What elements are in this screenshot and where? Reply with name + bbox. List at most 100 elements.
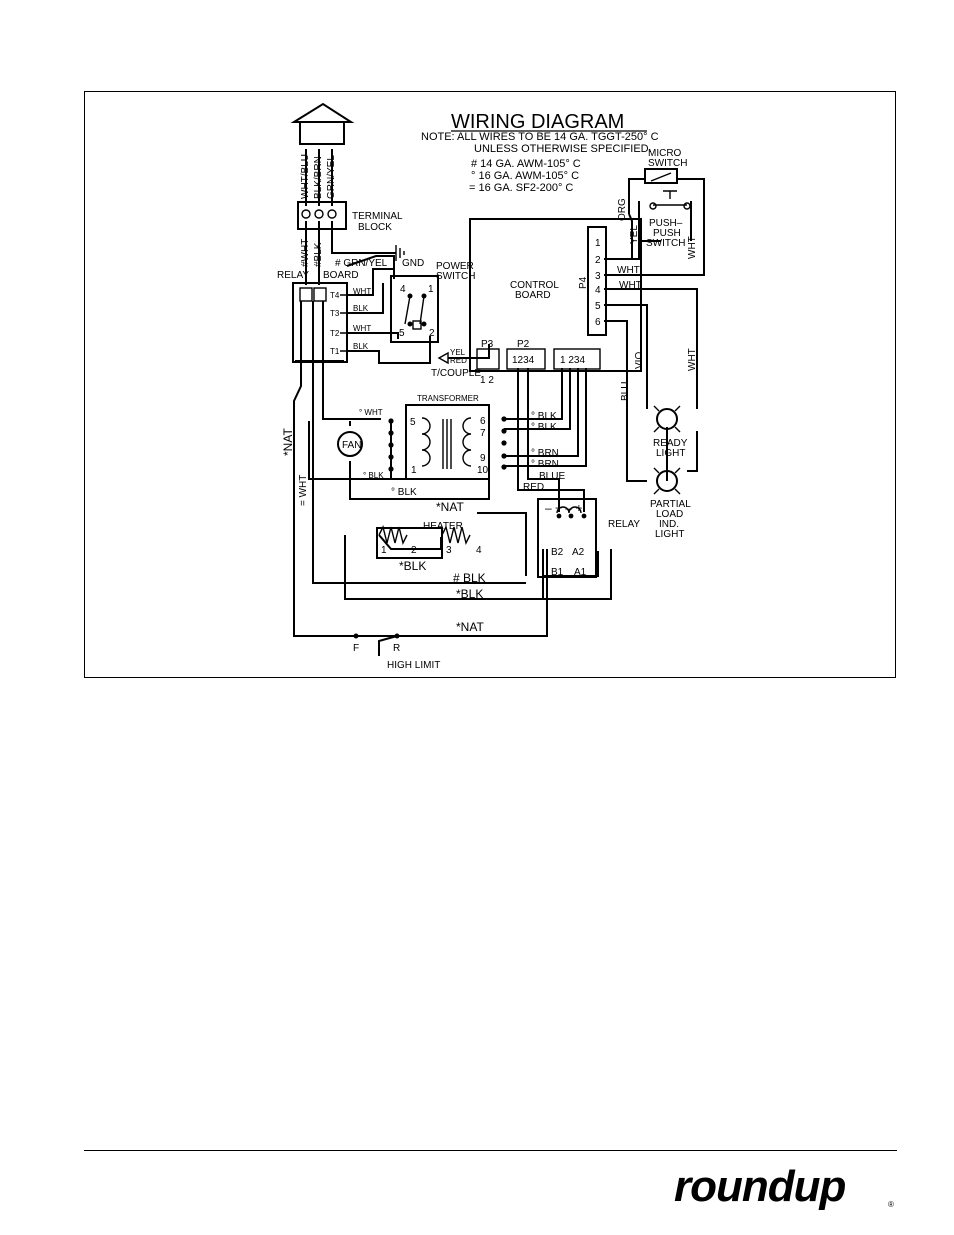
transformer-pin-9: 9 <box>480 453 486 464</box>
wire-label-wht-eq: = WHT <box>298 475 309 506</box>
switch-terminal-5: 5 <box>399 328 405 339</box>
fan-icon <box>337 431 363 457</box>
wire-label-blue: BLUE <box>539 471 565 482</box>
p4-pin-6: 6 <box>595 317 601 328</box>
note-line-4: ° 16 GA. AWM-105° C <box>471 170 579 182</box>
terminal-block <box>297 201 347 230</box>
wire-label-wht-p3: WHT <box>617 265 640 276</box>
wire-label-red: RED <box>523 482 544 493</box>
p3-label: P3 <box>481 339 494 350</box>
heater-pin-4: 4 <box>476 545 482 556</box>
t-couple-icon <box>437 351 449 365</box>
high-limit-icon <box>353 633 400 639</box>
push-push-switch-icon <box>649 190 691 210</box>
relay-pin-a1: A1 <box>574 567 587 578</box>
wire-label-wht-t2: WHT <box>353 324 371 333</box>
relay-polarity: – + – + <box>545 501 582 515</box>
push-switch-label-3: SWITCH <box>646 238 685 249</box>
partial-light-label-4: LIGHT <box>655 529 684 540</box>
p4-pin-5: 5 <box>595 301 601 312</box>
wires <box>293 149 705 656</box>
relay-board <box>292 282 348 363</box>
micro-switch-icon <box>644 168 678 184</box>
note-line-3: # 14 GA. AWM-105° C <box>471 158 581 170</box>
gnd-label: GND <box>402 258 424 269</box>
micro-switch-label-1: MICRO <box>648 148 682 159</box>
terminal-block-label-2: BLOCK <box>358 222 392 233</box>
relay-terminal-t4: T4 <box>330 291 340 300</box>
wire-label-vio: VIO <box>634 352 645 369</box>
wire-label-wht-t4: WHT <box>353 287 371 296</box>
wire-label-tr-blk7: ° BLK <box>531 422 557 433</box>
high-limit-label: HIGH LIMIT <box>387 660 440 671</box>
p3-pins: 1 2 <box>480 375 494 386</box>
wire-label-wht-hash: #WHT <box>300 239 311 267</box>
wire-label-blk-brn: BLK/BRN <box>313 156 324 199</box>
relay-board-label-1: RELAY <box>277 270 309 281</box>
wire-label-tr-brn9: ° BRN <box>531 448 559 459</box>
note-line-2: UNLESS OTHERWISE SPECIFIED. <box>474 143 652 155</box>
wire-label-yel: YEL <box>629 225 640 244</box>
ready-light-icon <box>653 405 681 433</box>
transformer-pin-10: 10 <box>477 465 489 476</box>
brand-wordmark: roundup <box>674 1162 846 1211</box>
wire-label-org: ORG <box>617 198 628 221</box>
p4-label: P4 <box>578 276 589 289</box>
relay-terminal-t2: T2 <box>330 329 340 338</box>
partial-load-light-icon <box>653 467 681 495</box>
wire-label-blk-deg: ° BLK <box>391 487 417 498</box>
p4-pin-4: 4 <box>595 285 601 296</box>
wire-label-blk-star: *BLK <box>456 587 483 601</box>
relay-board-label-2: BOARD <box>323 270 359 281</box>
transformer-label: TRANSFORMER <box>417 394 479 403</box>
switch-terminal-4: 4 <box>400 284 406 295</box>
p4-pin-1: 1 <box>595 238 601 249</box>
wire-label-nat-top: *NAT <box>436 500 464 514</box>
relay-label: RELAY <box>608 519 640 530</box>
wiring-diagram-frame: WIRING DIAGRAM NOTE: ALL WIRES TO BE 14 … <box>84 91 896 678</box>
wire-label-grn-yel-gnd: # GRN/YEL <box>335 258 388 269</box>
switch-terminal-2: 2 <box>429 328 435 339</box>
note-line-5: = 16 GA. SF2-200° C <box>469 182 573 194</box>
p2-pins: 1234 <box>512 355 535 366</box>
p4-pin-3: 3 <box>595 271 601 282</box>
wire-label-nat-left: *NAT <box>281 428 295 456</box>
wiring-diagram: WIRING DIAGRAM NOTE: ALL WIRES TO BE 14 … <box>277 102 705 671</box>
power-switch-label-1: POWER <box>436 261 474 272</box>
relay-pin-b1: B1 <box>551 567 564 578</box>
partial-light-label-2: LOAD <box>656 509 683 520</box>
relay-terminal-t3: T3 <box>330 309 340 318</box>
ready-light-label-1: READY <box>653 438 688 449</box>
p-right-pins: 1 234 <box>560 355 585 366</box>
wire-label-blk-hash: # BLK <box>453 571 486 585</box>
wire-label-wht-blu: WHT/BLU <box>300 154 311 199</box>
wire-label-blk-t3: BLK <box>353 304 369 313</box>
transformer-pin-5: 5 <box>410 417 416 428</box>
diagram-text: WIRING DIAGRAM NOTE: ALL WIRES TO BE 14 … <box>277 111 698 671</box>
relay-terminal-t1: T1 <box>330 347 340 356</box>
terminal-block-label-1: TERMINAL <box>352 211 403 222</box>
wire-label-wht-ready: WHT <box>687 348 698 371</box>
transformer-pin-7: 7 <box>480 428 486 439</box>
transformer-pin-1: 1 <box>411 465 417 476</box>
heater-pin-2: 2 <box>411 545 417 556</box>
control-board-label-2: BOARD <box>515 290 551 301</box>
wire-label-wht-p4: WHT <box>619 280 642 291</box>
t-couple-label: T/COUPLE <box>431 368 481 379</box>
wire-label-tr-brn10: ° BRN <box>531 459 559 470</box>
ready-light-label-2: LIGHT <box>656 448 685 459</box>
heater-pin-3: 3 <box>446 545 452 556</box>
wire-label-tr-blk6: ° BLK <box>531 411 557 422</box>
relay-pin-a2: A2 <box>572 547 585 558</box>
p2-label: P2 <box>517 339 530 350</box>
high-limit-pin-r: R <box>393 643 400 654</box>
power-switch-label-2: SWITCH <box>436 271 475 282</box>
control-board-label-1: CONTROL <box>510 280 559 291</box>
relay-icon <box>537 498 597 578</box>
fan-label: FAN <box>342 440 361 451</box>
transformer-pin-6: 6 <box>480 416 486 427</box>
footer-divider <box>84 1150 897 1151</box>
wire-label-blk-t1: BLK <box>353 342 369 351</box>
relay-pin-b2: B2 <box>551 547 564 558</box>
wire-label-blu: BLU <box>620 382 631 401</box>
